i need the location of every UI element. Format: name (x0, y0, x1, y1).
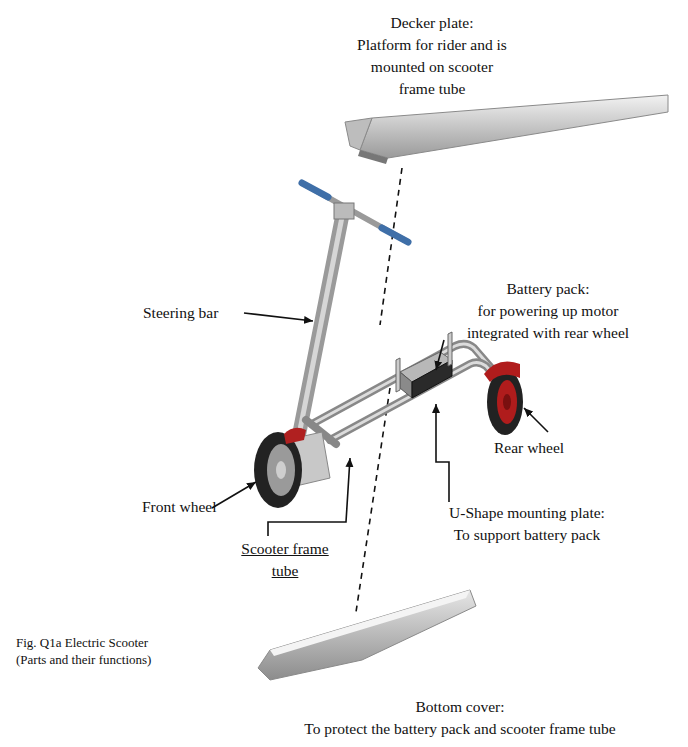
part-name: Rear wheel (494, 437, 604, 459)
leader-line (212, 313, 548, 536)
part-name: Steering bar (143, 302, 243, 324)
part-name: Front wheel (142, 496, 252, 518)
part-function: To protect the battery pack and scooter … (240, 718, 680, 740)
part-name: Bottom cover: (360, 696, 560, 718)
rear-wheel (484, 362, 523, 435)
bottom-cover (258, 590, 476, 680)
battery-pack (396, 332, 452, 398)
part-name: Battery pack: (458, 278, 638, 300)
frame-tube (306, 344, 503, 444)
part-function: To support battery pack (407, 524, 647, 546)
part-name: Decker plate: (322, 12, 542, 34)
assembly-line (380, 168, 402, 325)
part-name: Scooter frame tube (231, 538, 339, 582)
figure-caption: Fig. Q1a Electric Scooter (Parts and the… (16, 634, 181, 668)
part-function: Platform for rider and is mounted on sco… (351, 34, 513, 100)
front-wheel (254, 428, 330, 508)
decker-plate (345, 95, 668, 164)
part-function: for powering up motor integrated with re… (461, 300, 635, 344)
part-name: U-Shape mounting plate: (407, 502, 647, 524)
